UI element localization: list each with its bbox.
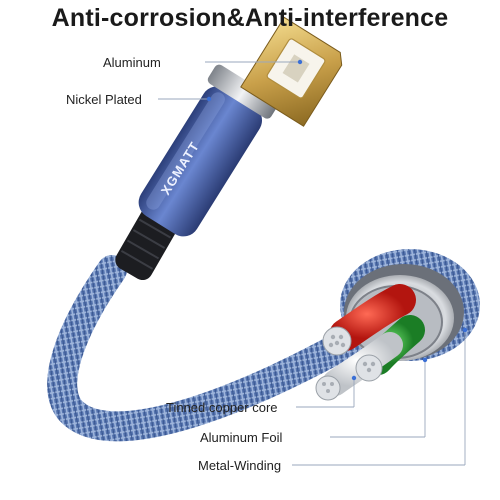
- label-nickel-plated: Nickel Plated: [66, 92, 142, 107]
- connector-housing: [138, 86, 263, 237]
- nickel-collar: [207, 64, 279, 119]
- braided-cable: [47, 255, 435, 442]
- page-title: Anti-corrosion&Anti-interference: [51, 4, 449, 32]
- callout-markers: [206, 59, 468, 381]
- label-tinned-copper-core: Tinned copper core: [166, 400, 278, 415]
- gold-plug: [240, 16, 343, 127]
- label-aluminum-foil: Aluminum Foil: [200, 430, 283, 445]
- inner-wires: [315, 284, 425, 401]
- label-aluminum: Aluminum: [103, 55, 161, 70]
- label-metal-winding: Metal-Winding: [198, 458, 282, 473]
- callout-lines: [158, 61, 466, 466]
